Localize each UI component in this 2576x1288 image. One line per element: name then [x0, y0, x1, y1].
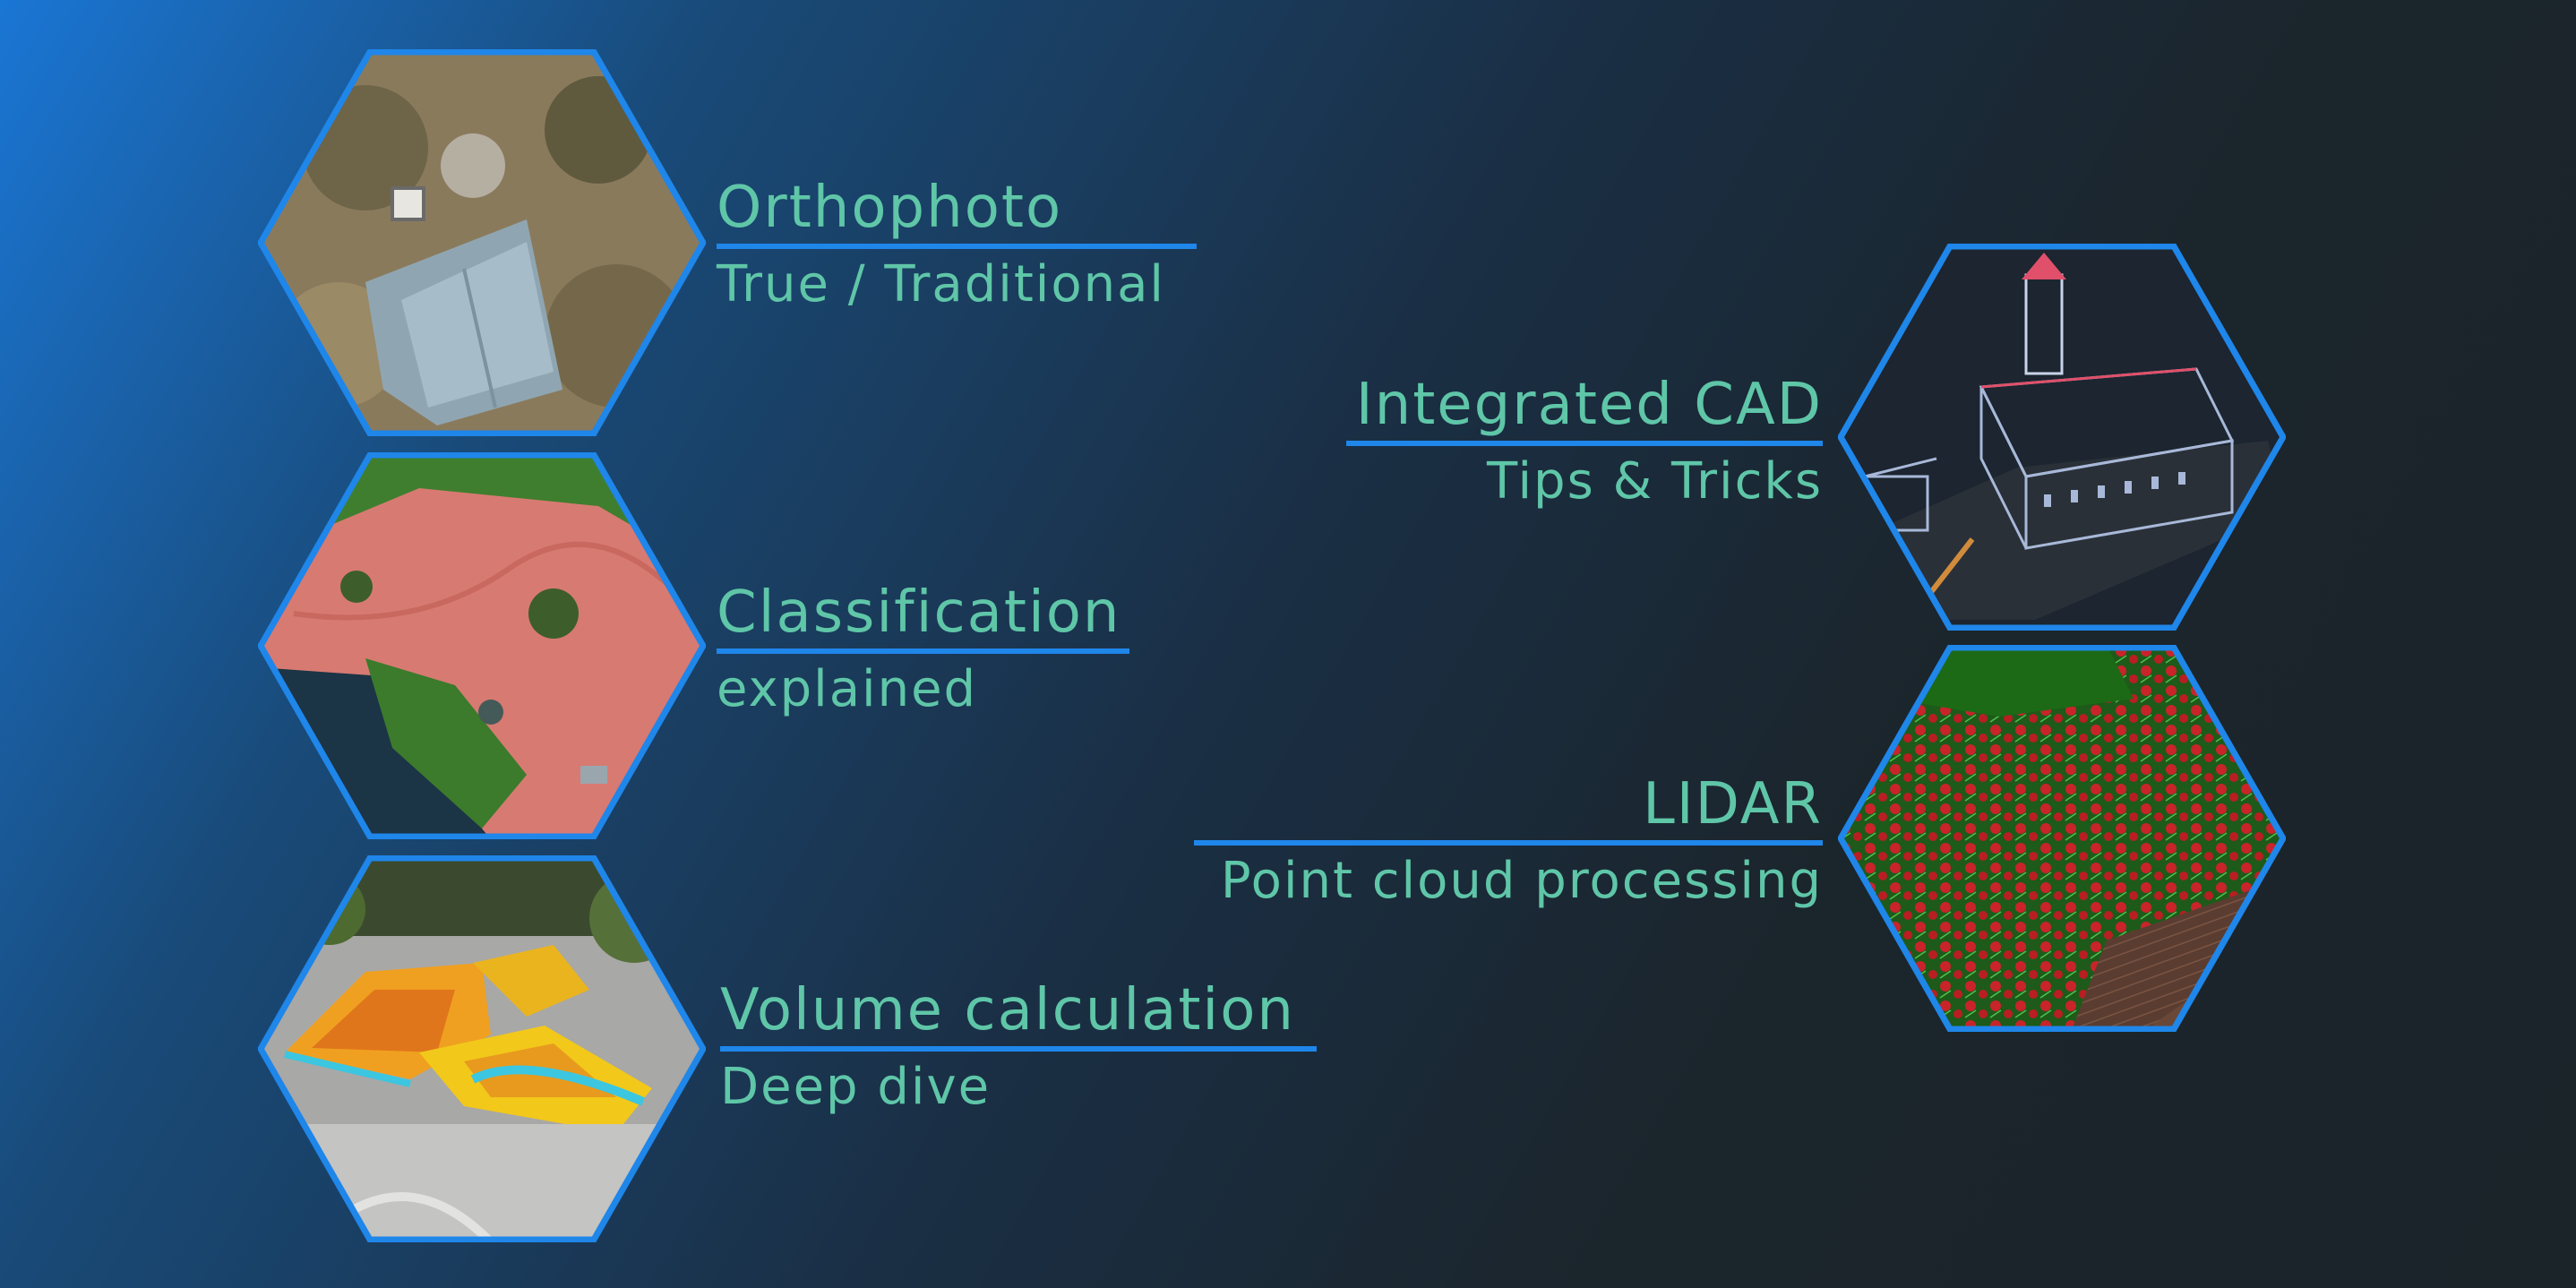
underline-divider [1194, 840, 1823, 846]
lidar-thumbnail [1838, 645, 2286, 1032]
feature-title: Integrated CAD [1355, 372, 1823, 438]
feature-title: Classification [717, 580, 1121, 646]
underline-divider [1346, 441, 1823, 446]
feature-subtitle: Deep dive [720, 1058, 992, 1116]
hex-image-classification [258, 452, 706, 839]
feature-label-lidar[interactable]: LIDAR Point cloud processing [1194, 776, 1823, 906]
feature-label-orthophoto[interactable]: Orthophoto True / Traditional [717, 179, 1197, 310]
feature-subtitle: True / Traditional [717, 255, 1165, 313]
feature-subtitle: Tips & Tricks [1487, 452, 1823, 511]
integrated-cad-thumbnail [1838, 244, 2286, 631]
hex-image-lidar [1838, 645, 2286, 1032]
volume-calculation-thumbnail [258, 855, 706, 1242]
hex-image-orthophoto [258, 49, 706, 436]
feature-label-classification[interactable]: Classification explained [717, 584, 1129, 715]
classification-thumbnail [258, 452, 706, 839]
feature-label-volume-calculation[interactable]: Volume calculation Deep dive [720, 982, 1317, 1112]
feature-title: Orthophoto [717, 175, 1063, 241]
feature-subtitle: Point cloud processing [1220, 852, 1823, 910]
feature-title: LIDAR [1643, 771, 1823, 837]
feature-subtitle: explained [717, 660, 978, 718]
underline-divider [717, 648, 1129, 654]
underline-divider [720, 1046, 1317, 1052]
feature-title: Volume calculation [720, 977, 1295, 1043]
hex-image-volume-calculation [258, 855, 706, 1242]
underline-divider [717, 244, 1197, 249]
hex-image-integrated-cad [1838, 244, 2286, 631]
feature-label-integrated-cad[interactable]: Integrated CAD Tips & Tricks [1346, 376, 1823, 507]
orthophoto-thumbnail [258, 49, 706, 436]
